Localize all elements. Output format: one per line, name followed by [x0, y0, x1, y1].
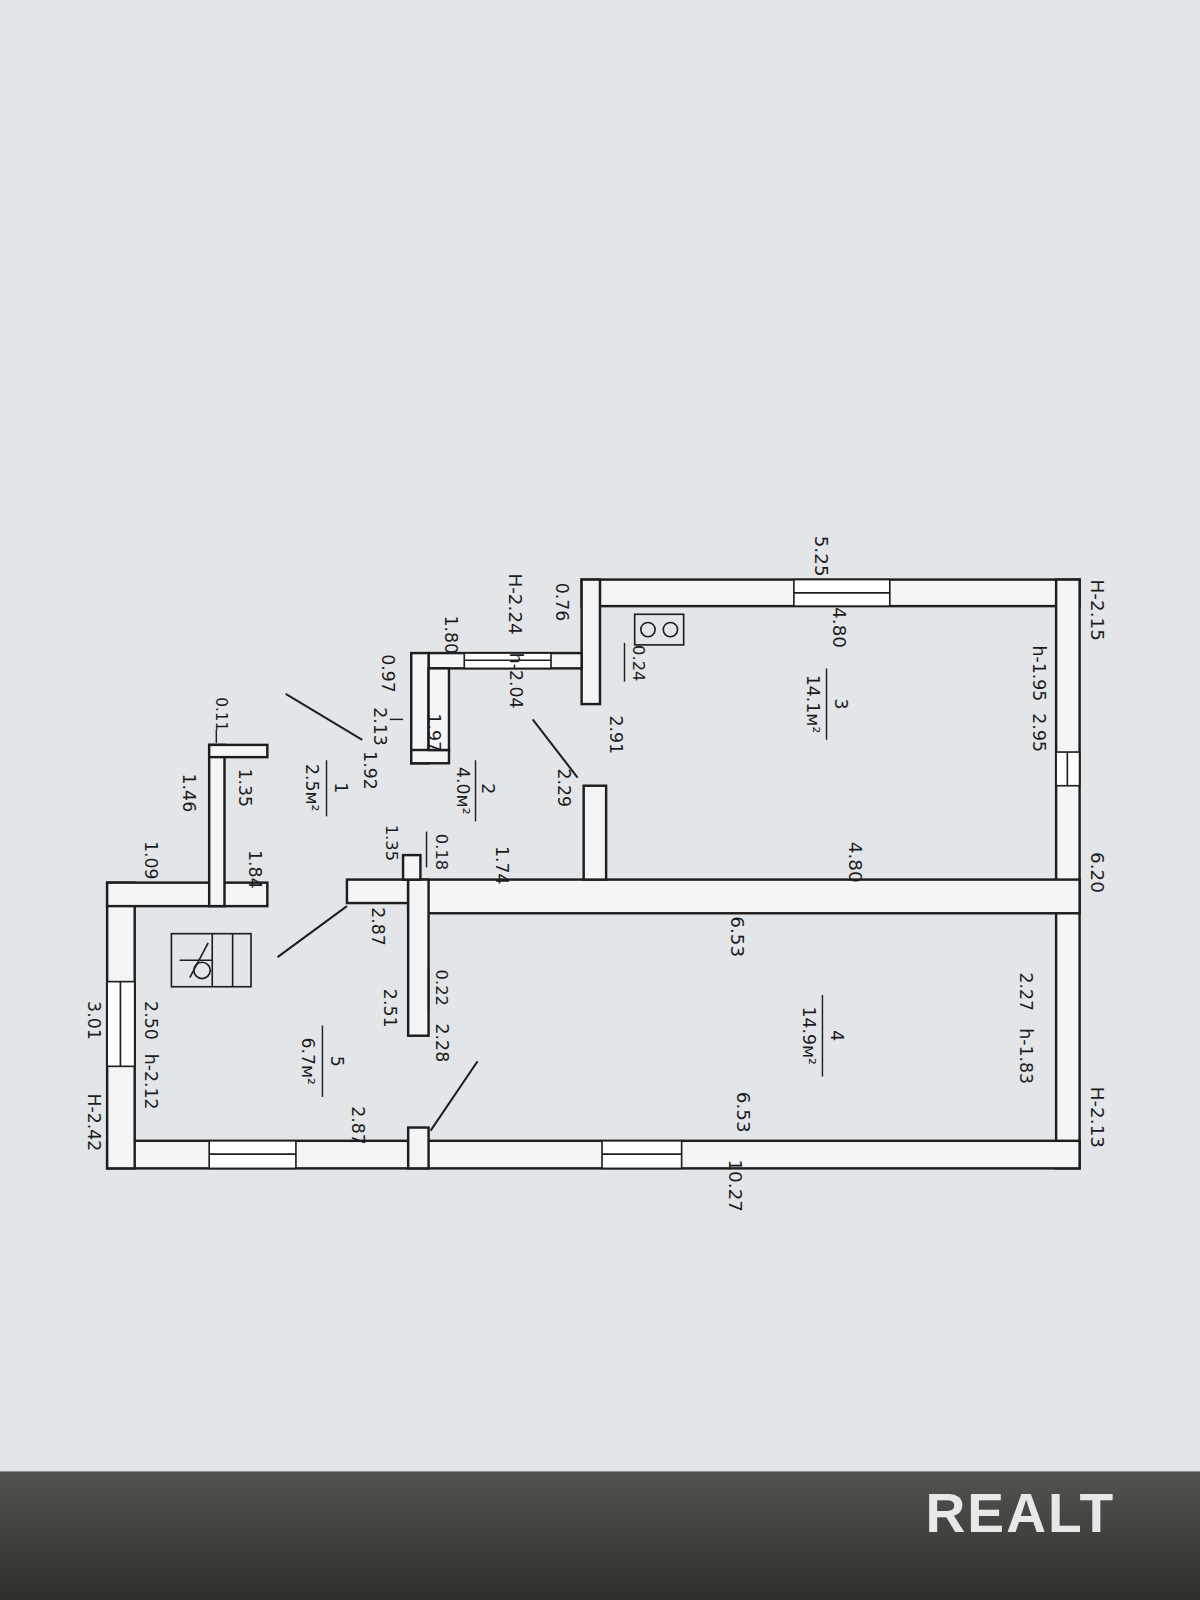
windows — [107, 580, 1079, 1169]
dimension-label: 0.76 — [553, 583, 570, 622]
table-surface — [0, 1471, 1200, 1600]
dimension-label: 3 — [832, 699, 849, 710]
dimension-label: 4.0м² — [454, 767, 471, 815]
dimension-label: 1.35 — [383, 825, 399, 861]
dimension-label: 2.51 — [381, 989, 398, 1028]
dimension-label: 6.53 — [734, 1092, 752, 1133]
dimension-label: 0.11 — [213, 697, 228, 731]
dimension-label: 4.80 — [830, 607, 848, 648]
dimension-label: 2.13 — [371, 707, 388, 746]
dimension-label: 1.80 — [442, 615, 459, 654]
dimension-label: Н-2.42 — [85, 1093, 102, 1151]
dimension-label: 5 — [328, 1056, 345, 1067]
dimension-label: 2 — [479, 783, 496, 794]
dimension-label: 2.95 — [1030, 713, 1047, 752]
dimension-label: 1.35 — [236, 768, 253, 807]
dimension-label: Н-2.13 — [1088, 1087, 1106, 1148]
dimension-label: Н-2.24 — [506, 573, 524, 634]
dimension-label: 1 — [332, 782, 349, 793]
dimension-label: 2.87 — [369, 907, 386, 946]
dimension-label: 6.7м² — [298, 1037, 315, 1085]
stoves — [171, 614, 683, 986]
dimension-label: 1.46 — [180, 774, 197, 813]
dimension-label: 4.80 — [846, 842, 864, 883]
dimension-label: 0.24 — [630, 645, 646, 681]
fraction-bars — [322, 643, 826, 1097]
dimension-label: h-1.95 — [1030, 646, 1047, 702]
dimension-label: 2.28 — [433, 1024, 450, 1063]
walls — [107, 580, 1079, 1169]
dimension-label: 3.01 — [85, 1001, 102, 1040]
dimension-label: 5.25 — [812, 536, 830, 577]
dimension-label: 1.97 — [425, 713, 442, 752]
dimension-label: 14.9м² — [799, 1006, 816, 1065]
door-swings — [278, 694, 578, 1131]
dimension-label: 0.18 — [433, 834, 449, 870]
dimension-label: 1.84 — [246, 850, 263, 889]
dimension-label: 2.87 — [348, 1106, 365, 1145]
watermark: REALT — [926, 1485, 1116, 1540]
dimension-label: 2.29 — [555, 768, 572, 807]
dimension-label: 6.53 — [728, 916, 746, 957]
dimension-label: h-2.12 — [142, 1054, 159, 1110]
dimension-label: 2.5м² — [303, 764, 320, 812]
dimension-label: 2.27 — [1017, 973, 1034, 1012]
dimension-label: 10.27 — [726, 1159, 744, 1212]
dimension-label: 1.74 — [493, 846, 510, 885]
dimension-label: h-2.04 — [507, 653, 524, 709]
dimension-label: 6.20 — [1088, 852, 1106, 893]
dimension-label: 4 — [828, 1030, 845, 1041]
dimension-label: 2.50 — [142, 1001, 159, 1040]
dimension-label: 14.1м² — [804, 675, 821, 734]
dimension-label: Н-2.15 — [1088, 580, 1106, 641]
dimension-label: 0.22 — [433, 970, 449, 1006]
dimension-label: 1.92 — [361, 751, 378, 790]
dimension-label: 0.97 — [379, 654, 396, 693]
leader-line — [216, 730, 217, 743]
dimension-label: 2.91 — [607, 715, 624, 754]
dimension-label: h-1.83 — [1017, 1028, 1034, 1084]
dimension-label: 1.09 — [142, 841, 159, 880]
